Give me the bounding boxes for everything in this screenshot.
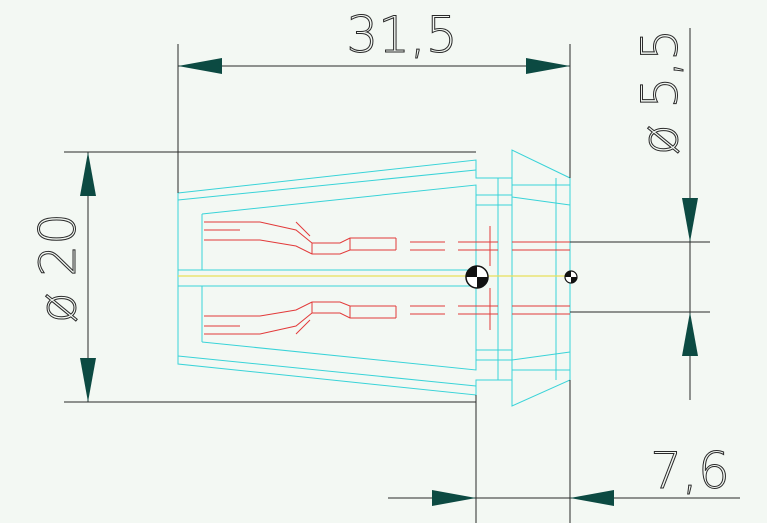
arrow-bore-top: [682, 198, 698, 242]
arrow-length-right: [526, 58, 570, 74]
dimension-bore-label: ø 5,5: [631, 29, 689, 155]
arrow-bore-bottom: [682, 312, 698, 356]
dimension-offset-label: 7,6: [650, 442, 730, 500]
center-marker-small: [564, 270, 578, 284]
arrow-diameter-bottom: [80, 358, 96, 402]
center-marker-large: [465, 265, 489, 289]
arrow-length-left: [178, 58, 222, 74]
collet-outline: [177, 149, 571, 407]
dimension-diameter-label: ø 20: [29, 213, 87, 323]
dimension-arrows: [80, 58, 698, 506]
hidden-lines: [204, 221, 570, 335]
dimension-length-label: 31,5: [346, 6, 457, 64]
arrow-offset-left: [432, 490, 476, 506]
arrow-offset-right: [570, 490, 614, 506]
arrow-diameter-top: [80, 152, 96, 196]
